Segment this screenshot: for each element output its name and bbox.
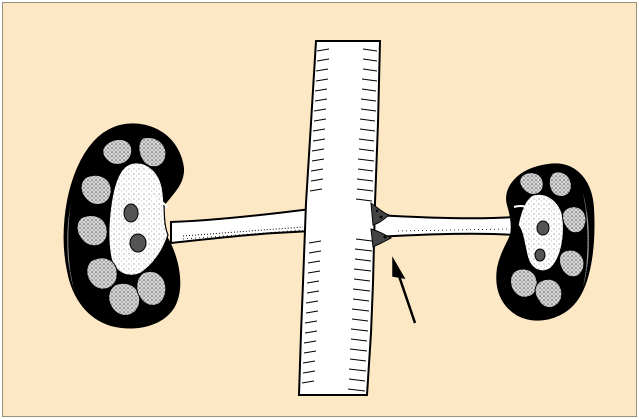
right-kidney [497,164,593,319]
medical-illustration [3,3,636,416]
right-renal-artery [373,215,518,237]
